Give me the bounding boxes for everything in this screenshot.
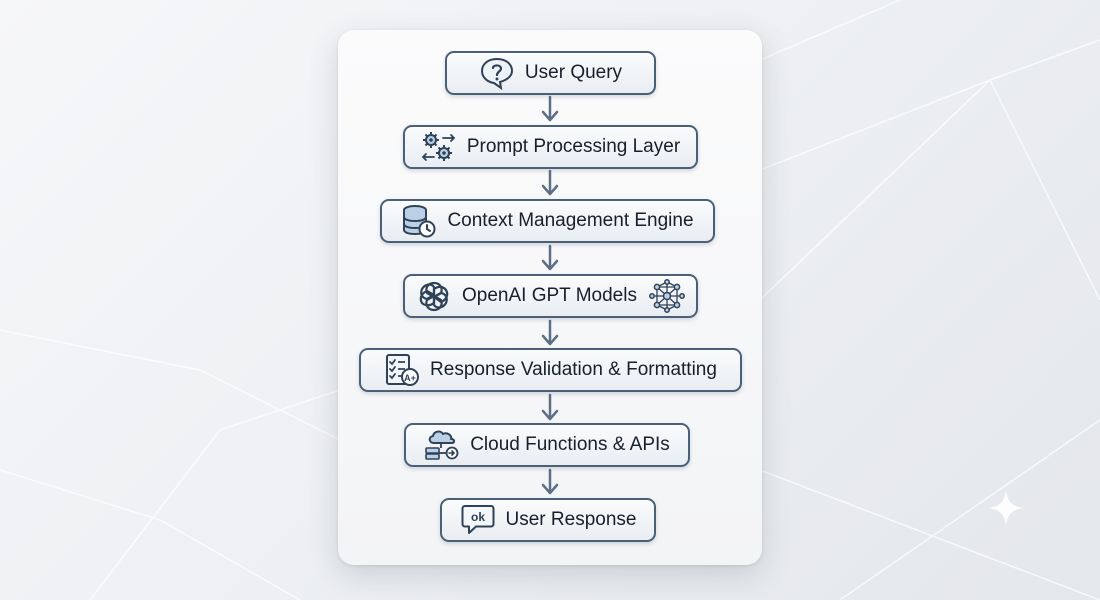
flow-step-prompt-processing: Prompt Processing Layer [403,125,698,169]
flow-step-context-management: Context Management Engine [380,199,715,243]
flow-step-user-query: User Query [445,51,656,95]
neural-network-icon [649,279,685,313]
openai-logo-icon [416,279,452,313]
svg-text:A+: A+ [404,373,416,383]
flow-step-label: OpenAI GPT Models [462,285,637,306]
question-bubble-icon [479,56,515,90]
checklist-grade-icon: A+ [384,353,420,387]
svg-text:ok: ok [471,510,485,524]
flow-step-user-response: ok User Response [440,498,656,542]
cloud-server-icon [424,428,460,462]
flow-step-cloud-functions: Cloud Functions & APIs [404,423,690,467]
flow-step-response-validation: A+ Response Validation & Formatting [359,348,742,392]
flow-step-label: Context Management Engine [447,210,694,231]
flow-step-gpt-models: OpenAI GPT Models [403,274,698,318]
flow-step-label: Prompt Processing Layer [466,136,681,157]
database-clock-icon [401,204,437,238]
flow-step-label: Cloud Functions & APIs [470,434,670,455]
flow-step-label: User Response [505,509,637,530]
sparkle-icon [988,490,1024,526]
flow-step-label: Response Validation & Formatting [430,359,717,380]
flow-step-label: User Query [524,62,623,83]
ok-bubble-icon: ok [460,503,496,537]
gears-arrows-icon [421,130,457,164]
